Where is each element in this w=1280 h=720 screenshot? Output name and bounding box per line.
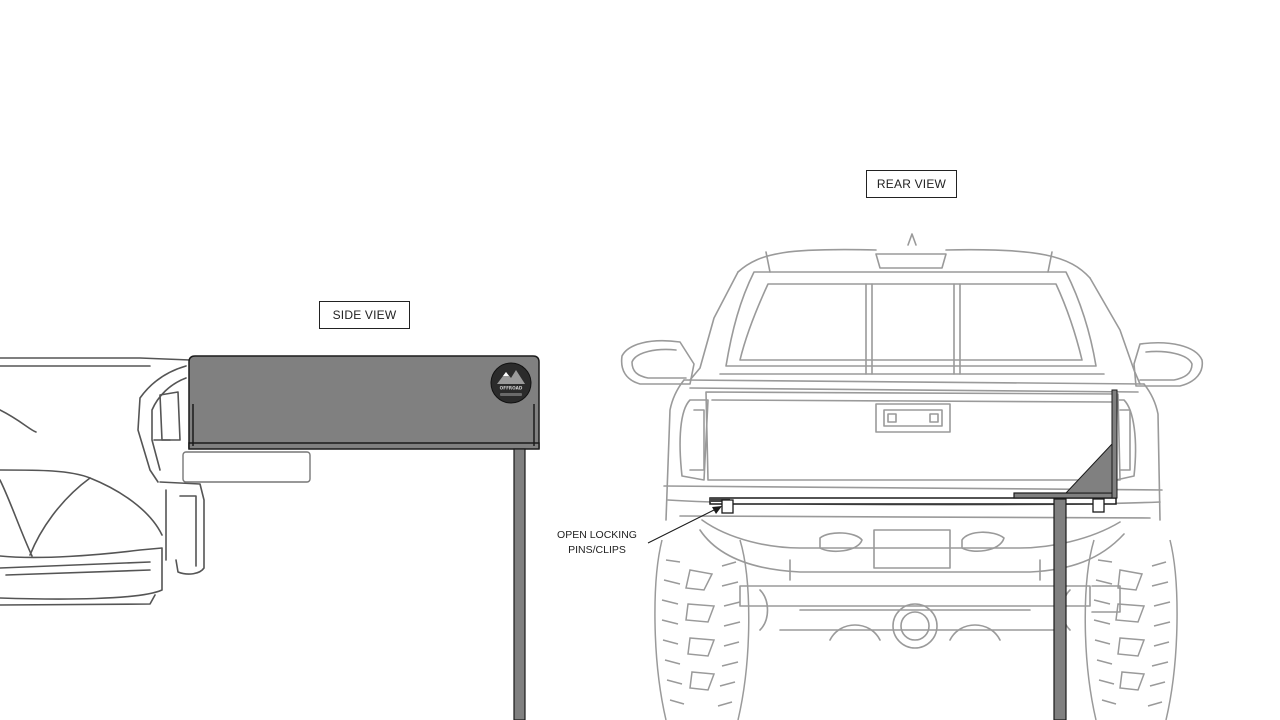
mountain-logo-icon: OFFROAD <box>490 362 532 404</box>
logo-brand-text: OFFROAD <box>500 386 523 391</box>
side-view-truck-outline <box>0 357 205 606</box>
side-view-label: SIDE VIEW <box>319 301 410 329</box>
callout-line-2: PINS/CLIPS <box>568 544 626 556</box>
side-view-tailgate-plate <box>182 451 311 483</box>
callout-arrow <box>647 506 722 544</box>
rear-view-tires <box>654 539 1178 720</box>
locking-pin-left <box>721 499 734 514</box>
side-view-label-text: SIDE VIEW <box>332 308 397 322</box>
rear-view-rack <box>709 389 1118 720</box>
side-view-tent <box>188 355 540 720</box>
locking-pin-right <box>1092 498 1105 513</box>
callout-line-1: OPEN LOCKING <box>557 529 637 541</box>
rear-view-label-text: REAR VIEW <box>876 177 947 191</box>
locking-pins-callout: OPEN LOCKING PINS/CLIPS <box>548 528 646 558</box>
rear-view-label: REAR VIEW <box>866 170 957 198</box>
